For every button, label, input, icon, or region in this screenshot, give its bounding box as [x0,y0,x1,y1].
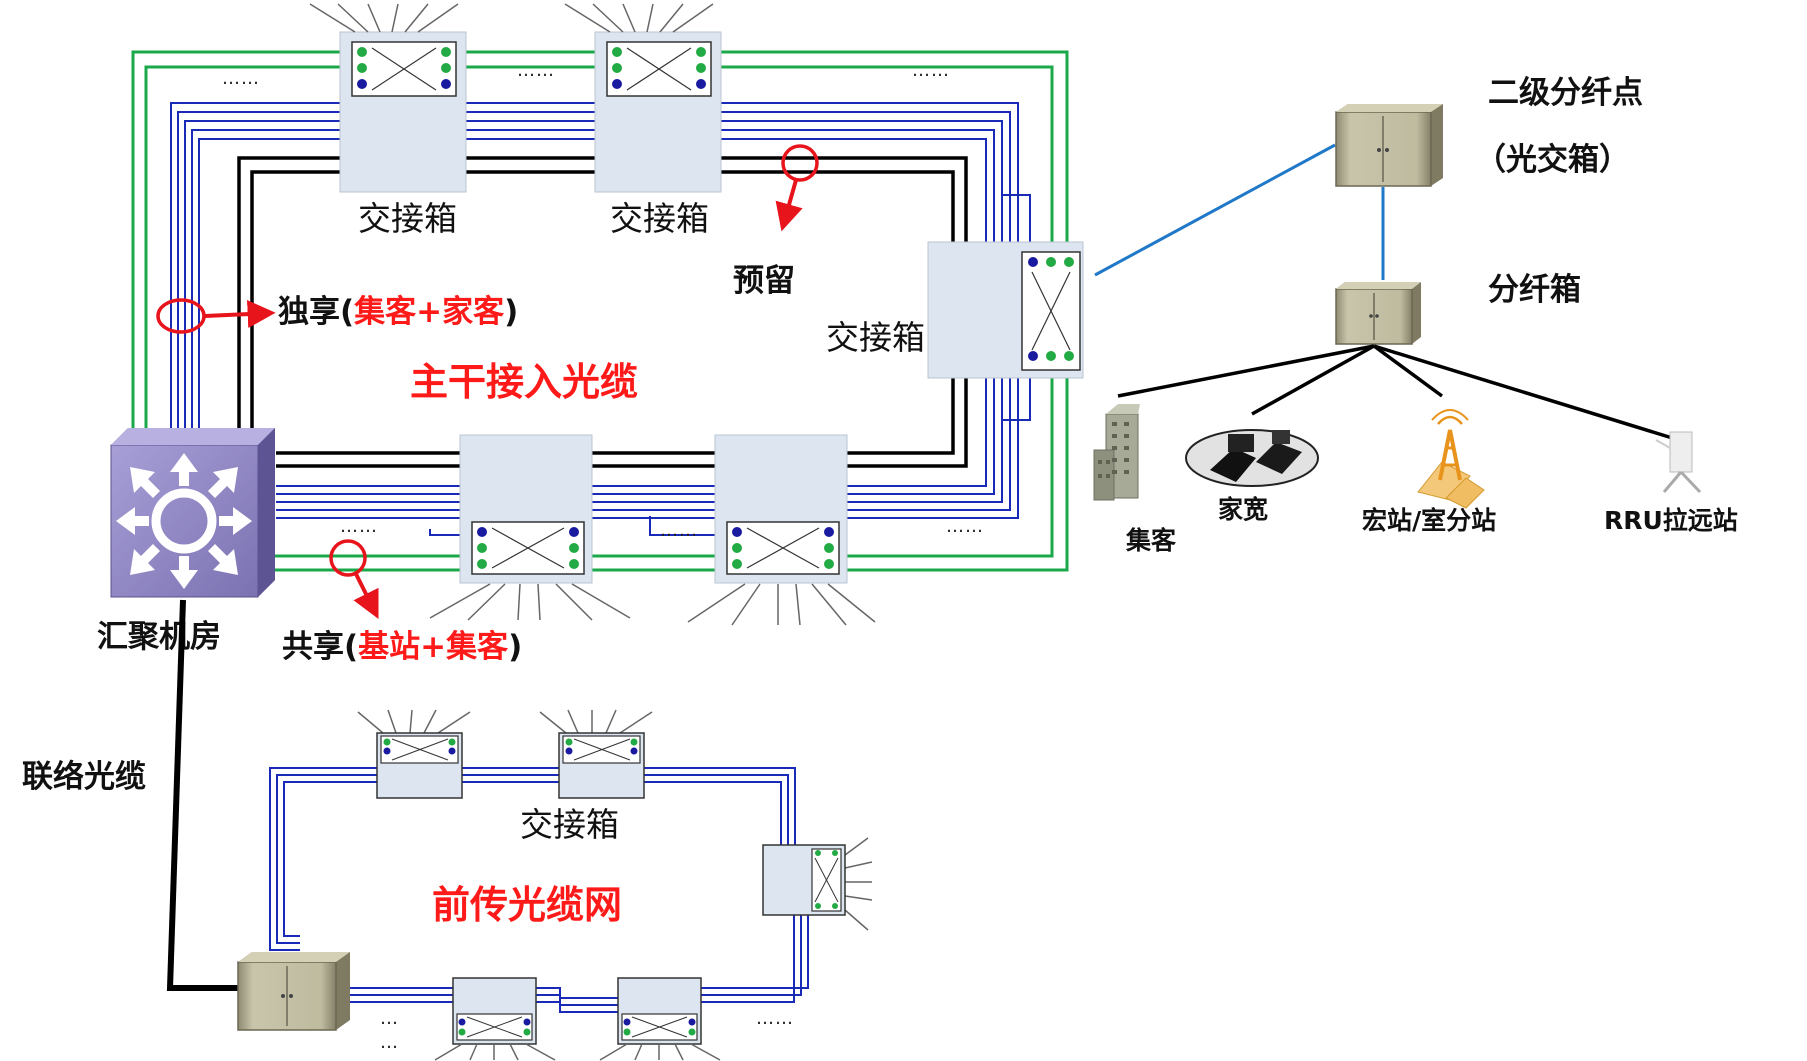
cell-tower-icon [1417,409,1485,509]
hub-room-label: 汇聚机房 [97,619,221,655]
trunk-blue-cables [170,102,1031,536]
callout-reserve [775,144,819,232]
endpoint-label-home: 家宽 [1218,495,1268,524]
cross-box-label-right: 交接箱 [826,318,925,357]
ellipsis-marker: …… [946,516,984,537]
endpoint-label-enterprise: 集客 [1125,526,1176,555]
hub-router-icon [110,428,275,598]
splitter-box-icon [1335,282,1421,345]
cable-stubs [429,583,631,621]
fronthaul-cross-box-label: 交接箱 [520,805,619,844]
cable-stubs [687,583,876,626]
cable-stubs [309,3,459,33]
trunk-title: 主干接入光缆 [410,360,638,404]
link-cable [166,599,238,991]
cable-stubs [599,1043,721,1061]
splitter-drop-lines [1117,344,1683,443]
link-cable-label: 联络光缆 [22,759,146,795]
ellipsis-marker: …… [912,60,950,81]
callout-shared [329,539,379,620]
ellipsis-marker: … [380,1008,399,1029]
cross-box-label-top-1: 交接箱 [358,199,457,238]
cable-stubs [564,3,714,33]
fronthaul-cross-box-2 [539,709,653,799]
cross-box-right [927,241,1084,379]
cable-stubs [434,1043,556,1061]
splitter-box-label: 分纤箱 [1488,272,1581,308]
ellipsis-marker: …… [517,60,555,81]
ellipsis-marker: … [380,1032,399,1053]
fronthaul-title: 前传光缆网 [432,883,622,927]
cable-stubs [539,709,653,734]
secondary-point-label: 二级分纤点 [1488,75,1643,111]
endpoint-label-rru: RRU拉远站 [1604,506,1738,535]
cable-stubs [844,837,873,931]
ellipsis-marker: …… [222,68,260,89]
endpoint-label-macro: 宏站/室分站 [1362,506,1496,535]
building-icon [1093,404,1140,501]
fronthaul-cross-box-bottom-1 [434,977,556,1061]
exclusive-label: 独享(集客+家客) [278,294,518,330]
cable-stubs [357,709,471,734]
fronthaul-cross-box-right [762,837,873,931]
callout-exclusive [156,298,276,334]
secondary-point-sublabel: （光交箱） [1475,142,1630,178]
cross-box-top-2 [564,3,722,193]
shared-label: 共享(基站+集客) [282,629,522,665]
cross-box-label-top-2: 交接箱 [610,199,709,238]
cross-box-bottom-1 [429,434,631,621]
cross-box-bottom-2 [687,434,876,626]
ellipsis-marker: …… [756,1008,794,1029]
cross-box-top-1 [309,3,467,193]
fronthaul-cross-box-bottom-2 [599,977,721,1061]
ellipsis-marker: …… [660,520,698,541]
secondary-cabinet-icon [1335,104,1443,187]
secondary-link-line [1094,143,1336,277]
fronthaul-cross-box-1 [357,709,471,799]
rru-icon [1655,431,1702,494]
reserve-label: 预留 [733,263,795,299]
ellipsis-marker: …… [340,516,378,537]
fronthaul-cabinet-icon [237,952,350,1031]
home-broadband-icon [1185,429,1319,487]
